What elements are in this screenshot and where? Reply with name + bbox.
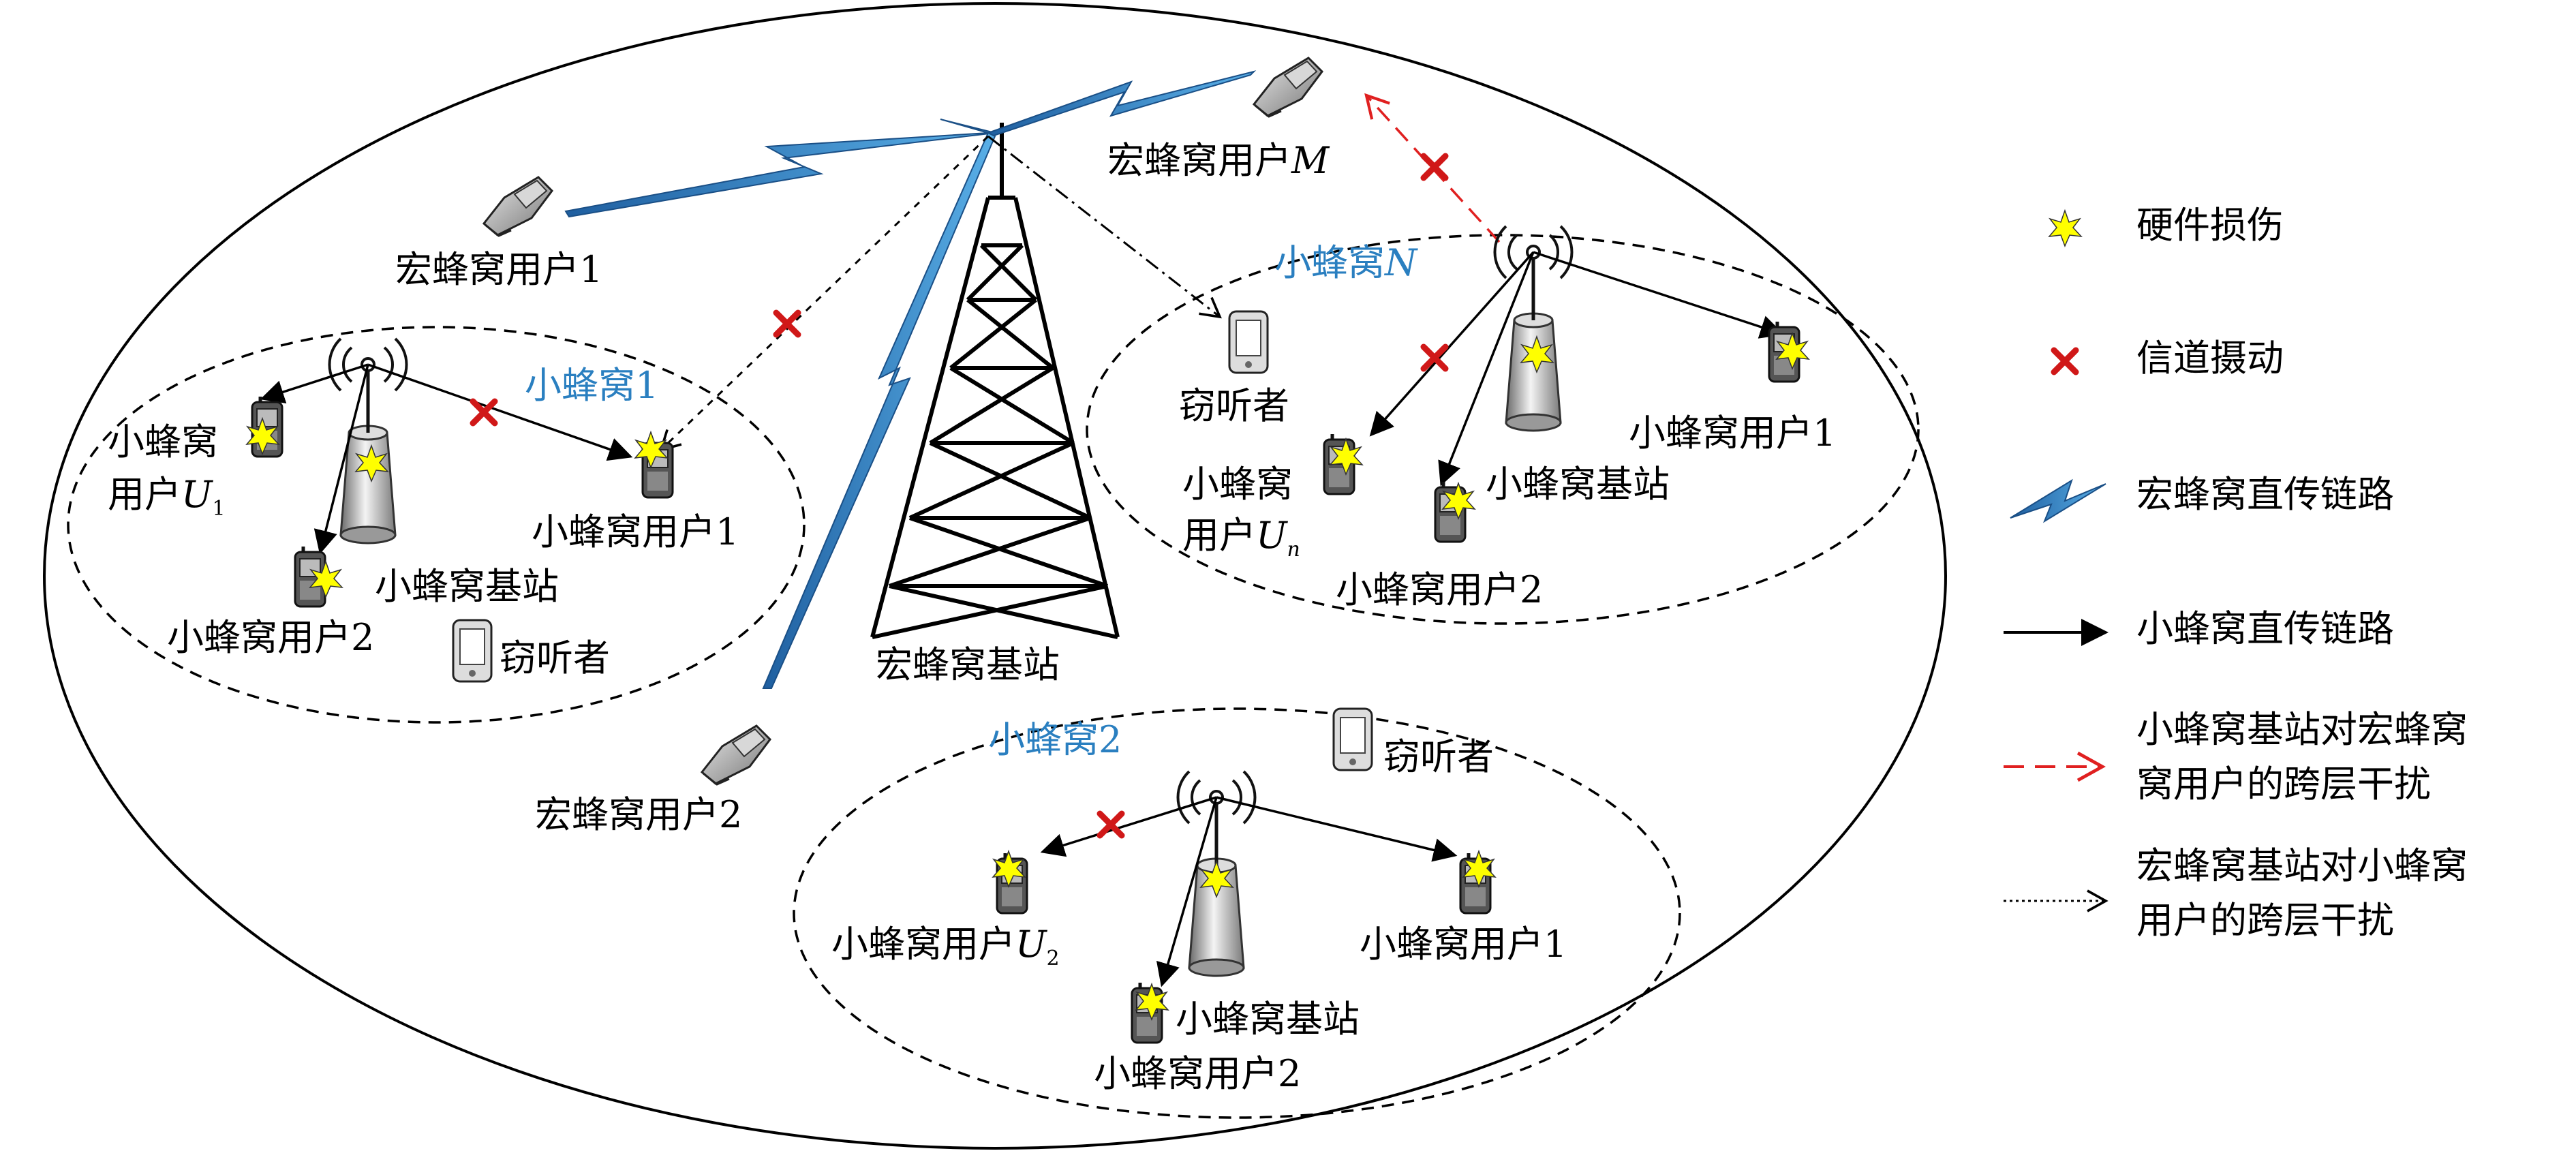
cross-interference-macro-m xyxy=(1420,152,1450,182)
legend-star-icon xyxy=(2049,210,2082,247)
macro-user-1-label: 宏蜂窝用户1 xyxy=(395,248,603,291)
cell1-eavesdropper-label: 窃听者 xyxy=(500,636,610,679)
cross-celln-user-un xyxy=(1420,343,1450,373)
cell2-user-u2-var: U xyxy=(1015,923,1047,966)
celln-user-un-text: 用户 xyxy=(1182,514,1256,557)
macro-cell-boundary xyxy=(43,2,1947,1150)
cell1-user-u1-label-line1: 小蜂窝 xyxy=(108,420,218,463)
celln-eavesdropper-label: 窃听者 xyxy=(1179,384,1289,427)
celln-user-1-label: 小蜂窝用户1 xyxy=(1629,412,1837,455)
celln-user-un-label-line2: 用户Un xyxy=(1182,514,1300,562)
legend-macro-bs-interference-2: 用户的跨层干扰 xyxy=(2136,899,2394,942)
cell1-user-u1-text: 用户 xyxy=(108,473,181,516)
legend-cross-icon xyxy=(2050,346,2080,376)
legend-small-direct-link: 小蜂窝直传链路 xyxy=(2136,607,2394,650)
cell2-user-2-label: 小蜂窝用户2 xyxy=(1094,1052,1302,1095)
legend-bolt-icon xyxy=(2010,478,2106,523)
cell2-name: 小蜂窝2 xyxy=(988,718,1122,761)
celln-user-un-var: U xyxy=(1256,514,1287,557)
macro-user-m-text: 宏蜂窝用户 xyxy=(1107,139,1291,182)
small-cell-n-bs xyxy=(1494,226,1571,431)
celln-eavesdropper-device xyxy=(1228,310,1269,374)
macro-link-user-1 xyxy=(564,119,996,218)
celln-user-2-label: 小蜂窝用户2 xyxy=(1336,568,1544,611)
cell1-user-1-label: 小蜂窝用户1 xyxy=(532,510,739,553)
legend-channel-perturbation: 信道摄动 xyxy=(2136,337,2284,380)
legend-macro-bs-interference-1: 宏蜂窝基站对小蜂窝 xyxy=(2136,844,2468,887)
celln-name-text: 小蜂窝 xyxy=(1274,241,1385,284)
cell1-eavesdropper-device xyxy=(452,619,493,683)
macro-link-user-m xyxy=(987,70,1257,138)
cell2-eavesdropper-device xyxy=(1332,707,1373,771)
cell2-user-u2-text: 小蜂窝用户 xyxy=(831,923,1015,966)
cell1-user-u1-var: U xyxy=(181,473,213,516)
cell2-user-u2-sub: 2 xyxy=(1046,946,1060,970)
macro-direct-links xyxy=(564,70,1257,689)
macro-link-user-2 xyxy=(762,132,996,689)
celln-name: 小蜂窝N xyxy=(1274,241,1417,284)
cross-cell2-user-u2 xyxy=(1096,810,1126,840)
macro-base-station-tower xyxy=(870,123,1120,639)
legend-small-bs-interference-1: 小蜂窝基站对宏蜂窝 xyxy=(2136,708,2468,751)
legend-small-bs-interference-2: 窝用户的跨层干扰 xyxy=(2136,763,2431,805)
cell1-user-u1-label-line2: 用户U1 xyxy=(108,473,226,521)
legend-hardware-damage: 硬件损伤 xyxy=(2136,204,2284,247)
macro-user-2-phone xyxy=(701,724,771,786)
celln-user-un-sub: n xyxy=(1287,537,1300,562)
cross-macro-to-cell1 xyxy=(772,309,802,339)
cell1-user-2-label: 小蜂窝用户2 xyxy=(167,616,375,659)
cell2-user-1-label: 小蜂窝用户1 xyxy=(1360,923,1567,966)
macro-user-m-phone xyxy=(1253,57,1323,118)
celln-bs-label: 小蜂窝基站 xyxy=(1486,463,1670,506)
macro-bs-label: 宏蜂窝基站 xyxy=(876,643,1060,686)
legend-macro-direct-link: 宏蜂窝直传链路 xyxy=(2136,473,2394,516)
macro-interference-to-celln xyxy=(987,135,1222,319)
cell2-bs-label: 小蜂窝基站 xyxy=(1176,998,1360,1041)
celln-user-un-label-line1: 小蜂窝 xyxy=(1182,463,1293,506)
macro-interference-to-cell1 xyxy=(659,135,990,452)
small-cell-1-boundary xyxy=(67,326,806,724)
macro-user-2-label: 宏蜂窝用户2 xyxy=(535,793,743,836)
cross-cell1-user1 xyxy=(469,397,499,427)
cell1-user-u1-sub: 1 xyxy=(212,496,226,521)
cell1-bs-label: 小蜂窝基站 xyxy=(375,565,559,608)
cell2-eavesdropper-label: 窃听者 xyxy=(1383,735,1494,778)
cell2-user-u2-label: 小蜂窝用户U2 xyxy=(831,923,1060,970)
macro-user-m-label: 宏蜂窝用户M xyxy=(1107,139,1330,182)
small-cell-n-boundary xyxy=(1086,234,1920,625)
cell1-name: 小蜂窝1 xyxy=(525,364,659,407)
celln-name-var: N xyxy=(1385,241,1417,284)
small-cell-2-boundary xyxy=(793,707,1681,1119)
macro-user-m-var: M xyxy=(1291,139,1330,182)
macro-user-1-phone xyxy=(482,176,553,237)
